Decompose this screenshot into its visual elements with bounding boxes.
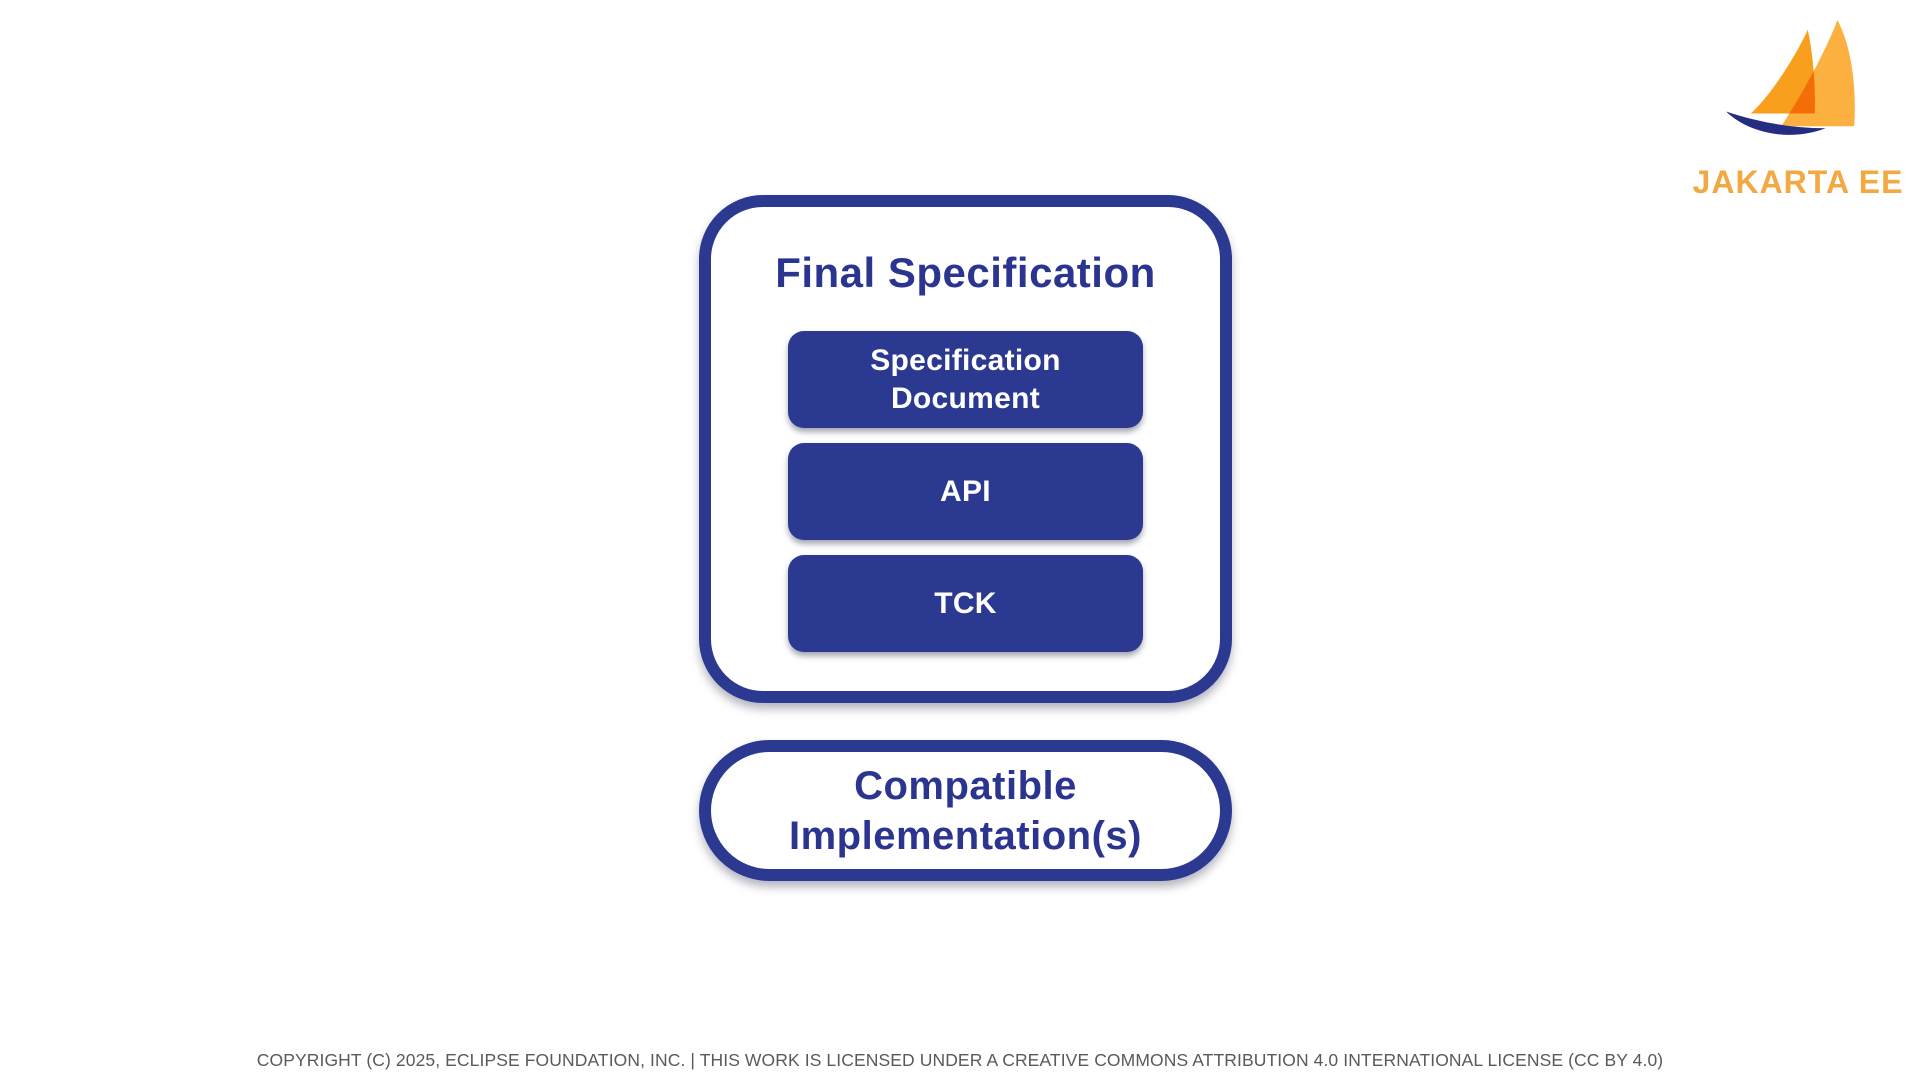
spec-item-tck: TCK: [788, 555, 1143, 652]
final-specification-items: Specification Document API TCK: [788, 331, 1143, 652]
jakarta-ee-wordmark: JAKARTA EE: [1692, 164, 1904, 200]
spec-item-label: API: [940, 474, 991, 508]
hull-shape: [1726, 111, 1826, 135]
spec-item-api: API: [788, 443, 1143, 540]
compatible-implementations-label: Compatible Implementation(s): [789, 763, 1142, 858]
spec-item-specification-document: Specification Document: [788, 331, 1143, 428]
jakarta-ee-logo: JAKARTA EE: [1690, 16, 1906, 201]
spec-item-label: Specification Document: [870, 343, 1061, 415]
final-specification-title: Final Specification: [775, 249, 1156, 296]
copyright-footer: COPYRIGHT (C) 2025, ECLIPSE FOUNDATION, …: [256, 1050, 1664, 1070]
compatible-implementations-box: Compatible Implementation(s): [699, 740, 1232, 881]
spec-item-label: TCK: [934, 586, 997, 620]
final-specification-box: Final Specification Specification Docume…: [699, 195, 1232, 703]
sailboat-icon: [1726, 19, 1855, 135]
sail-front-shape: [1750, 29, 1815, 114]
